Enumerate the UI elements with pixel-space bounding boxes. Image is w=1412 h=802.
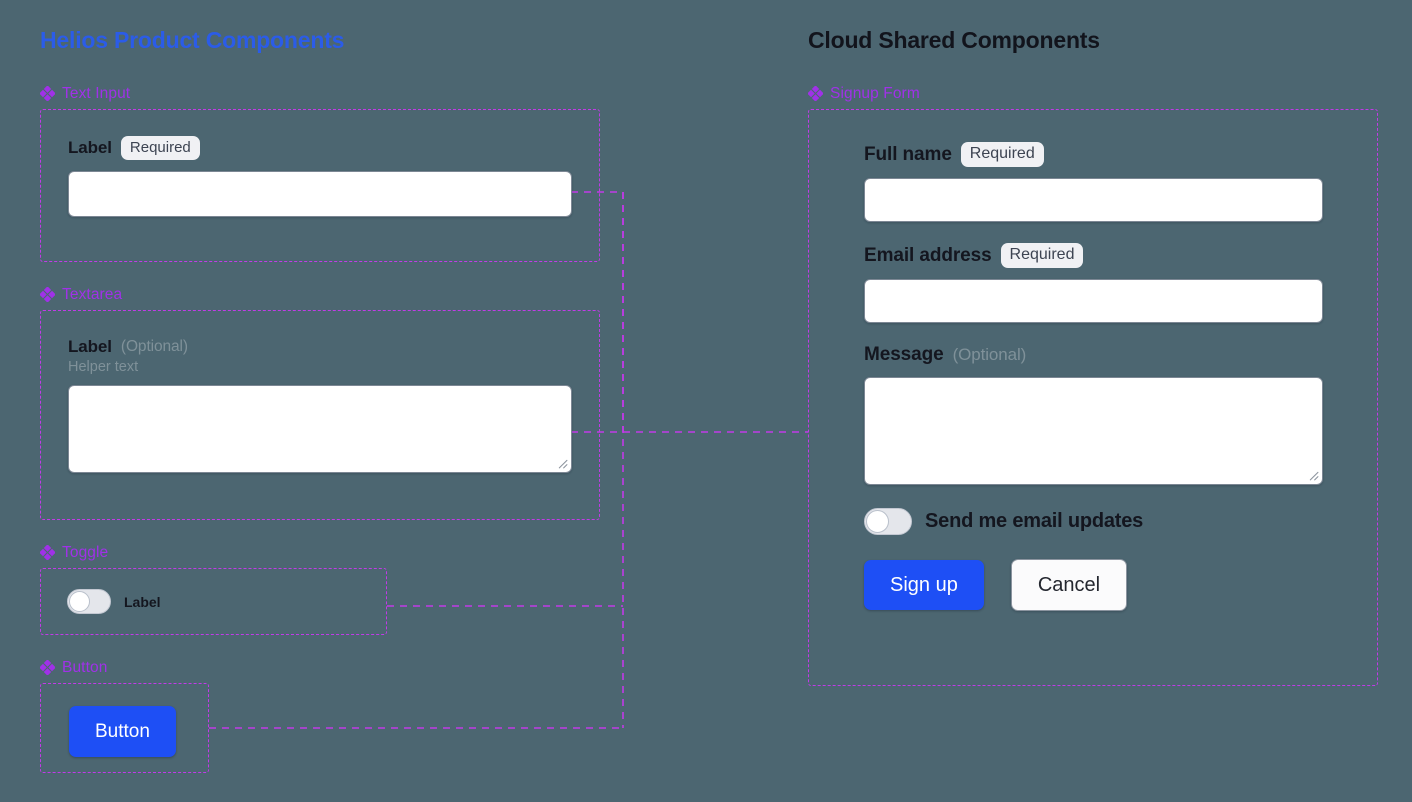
demo-button[interactable]: Button bbox=[69, 706, 176, 758]
diamond-stack-icon bbox=[808, 85, 823, 101]
group-label-textarea: Textarea bbox=[62, 285, 123, 303]
page-title-helios: Helios Product Components bbox=[40, 27, 345, 53]
component-box-toggle: Label bbox=[40, 568, 387, 636]
toggle-switch[interactable] bbox=[67, 589, 111, 615]
group-header-button: Button bbox=[40, 657, 600, 677]
status-badge-required: Required bbox=[1000, 243, 1084, 269]
field-label-row-text-input: Label Required bbox=[68, 136, 572, 161]
form-field-message: Message (Optional) bbox=[864, 344, 1323, 486]
helper-text: Helper text bbox=[68, 359, 139, 376]
field-label-row-full-name: Full name Required bbox=[864, 142, 1323, 168]
text-input-field[interactable] bbox=[68, 171, 572, 218]
group-label-toggle: Toggle bbox=[62, 543, 109, 561]
optional-note: (Optional) bbox=[952, 345, 1027, 365]
group-label-text-input: Text Input bbox=[62, 84, 131, 102]
field-label: Label bbox=[68, 337, 112, 357]
toggle-label: Label bbox=[124, 593, 161, 610]
toggle-knob bbox=[69, 591, 90, 613]
field-label-row-message: Message (Optional) bbox=[864, 344, 1323, 366]
field-label: Label bbox=[68, 138, 112, 158]
component-group-textarea: Textarea Label (Optional) Helper text bbox=[40, 284, 600, 521]
resize-handle-icon[interactable] bbox=[555, 456, 568, 469]
message-textarea[interactable] bbox=[864, 377, 1323, 486]
status-badge-required: Required bbox=[120, 136, 200, 161]
field-label: Message bbox=[864, 344, 944, 366]
toggle-row: Label bbox=[67, 589, 161, 615]
toggle-knob bbox=[866, 510, 889, 534]
email-updates-label: Send me email updates bbox=[925, 510, 1144, 533]
component-group-signup-form: Signup Form Full name Required Email add… bbox=[808, 83, 1378, 687]
cloud-shared-components-column: Cloud Shared Components Signup Form Full… bbox=[808, 27, 1378, 708]
group-header-signup-form: Signup Form bbox=[808, 83, 1378, 103]
group-header-toggle: Toggle bbox=[40, 542, 600, 562]
page-title-cloud: Cloud Shared Components bbox=[808, 27, 1100, 53]
diamond-stack-icon bbox=[40, 85, 55, 101]
component-group-toggle: Toggle Label bbox=[40, 542, 600, 636]
component-box-text-input: Label Required bbox=[40, 109, 600, 263]
field-label-row-email-address: Email address Required bbox=[864, 243, 1323, 269]
email-address-input[interactable] bbox=[864, 279, 1323, 324]
textarea-field-wrapper[interactable] bbox=[68, 385, 572, 474]
full-name-input[interactable] bbox=[864, 178, 1323, 223]
status-badge-required: Required bbox=[960, 142, 1044, 168]
field-label-row-textarea: Label (Optional) bbox=[68, 337, 572, 357]
optional-note: (Optional) bbox=[120, 338, 188, 356]
helios-product-components-column: Helios Product Components Text Input Lab… bbox=[40, 27, 600, 795]
group-header-text-input: Text Input bbox=[40, 83, 600, 103]
form-actions: Sign up Cancel bbox=[864, 559, 1323, 612]
component-box-signup-form: Full name Required Email address Require… bbox=[808, 109, 1378, 687]
diamond-stack-icon bbox=[40, 544, 55, 560]
resize-handle-icon[interactable] bbox=[1306, 468, 1319, 481]
email-updates-toggle-row: Send me email updates bbox=[864, 508, 1323, 536]
field-label: Email address bbox=[864, 244, 992, 266]
form-field-email-address: Email address Required bbox=[864, 243, 1323, 324]
email-updates-toggle[interactable] bbox=[864, 508, 912, 536]
group-label-button: Button bbox=[62, 658, 108, 676]
group-label-signup-form: Signup Form bbox=[830, 84, 920, 102]
cancel-button[interactable]: Cancel bbox=[1010, 559, 1128, 612]
diamond-stack-icon bbox=[40, 286, 55, 302]
diamond-stack-icon bbox=[40, 659, 55, 675]
component-group-text-input: Text Input Label Required bbox=[40, 83, 600, 263]
component-box-textarea: Label (Optional) Helper text bbox=[40, 310, 600, 521]
component-box-button: Button bbox=[40, 683, 209, 774]
sign-up-button[interactable]: Sign up bbox=[864, 560, 984, 611]
form-field-full-name: Full name Required bbox=[864, 142, 1323, 223]
field-label: Full name bbox=[864, 143, 952, 165]
component-group-button: Button Button bbox=[40, 657, 600, 774]
group-header-textarea: Textarea bbox=[40, 284, 600, 304]
